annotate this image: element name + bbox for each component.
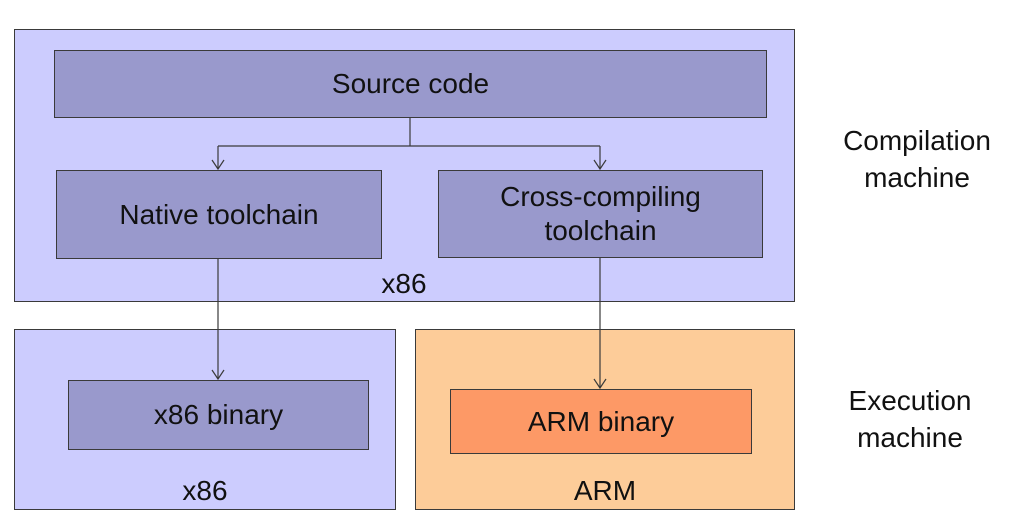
arm-binary-arrowhead-icon (593, 378, 607, 390)
cross-compiling-label-line1: Cross-compiling (500, 181, 701, 212)
execution-machine-label-line2: machine (857, 422, 963, 453)
cross-arrowhead-icon (593, 159, 607, 171)
compilation-machine-label-line2: machine (864, 162, 970, 193)
arm-binary-box: ARM binary (450, 389, 752, 454)
source-code-label: Source code (331, 68, 490, 99)
execution-machine-label-line1: Execution (848, 385, 972, 416)
native-toolchain-box: Native toolchain (56, 170, 382, 259)
native-arrowhead-icon (211, 159, 225, 171)
compilation-machine-label: Compilation machine (822, 122, 1010, 196)
execution-x86-arch-label: x86 (182, 475, 228, 506)
execution-machine-label: Execution machine (815, 382, 1005, 456)
native-toolchain-label: Native toolchain (119, 198, 319, 230)
compilation-machine-label-line1: Compilation (843, 125, 991, 156)
arm-binary-label: ARM binary (527, 405, 675, 437)
execution-arm-arch-label: ARM (573, 475, 637, 506)
source-code-box: Source code (54, 50, 767, 118)
cross-compiling-toolchain-box: Cross-compiling toolchain (438, 170, 763, 258)
x86-binary-label: x86 binary (153, 399, 284, 430)
cross-compiling-label-line2: toolchain (544, 215, 657, 246)
compilation-arch-label: x86 (381, 268, 427, 299)
x86-binary-arrowhead-icon (211, 369, 225, 381)
x86-binary-box: x86 binary (68, 380, 369, 450)
